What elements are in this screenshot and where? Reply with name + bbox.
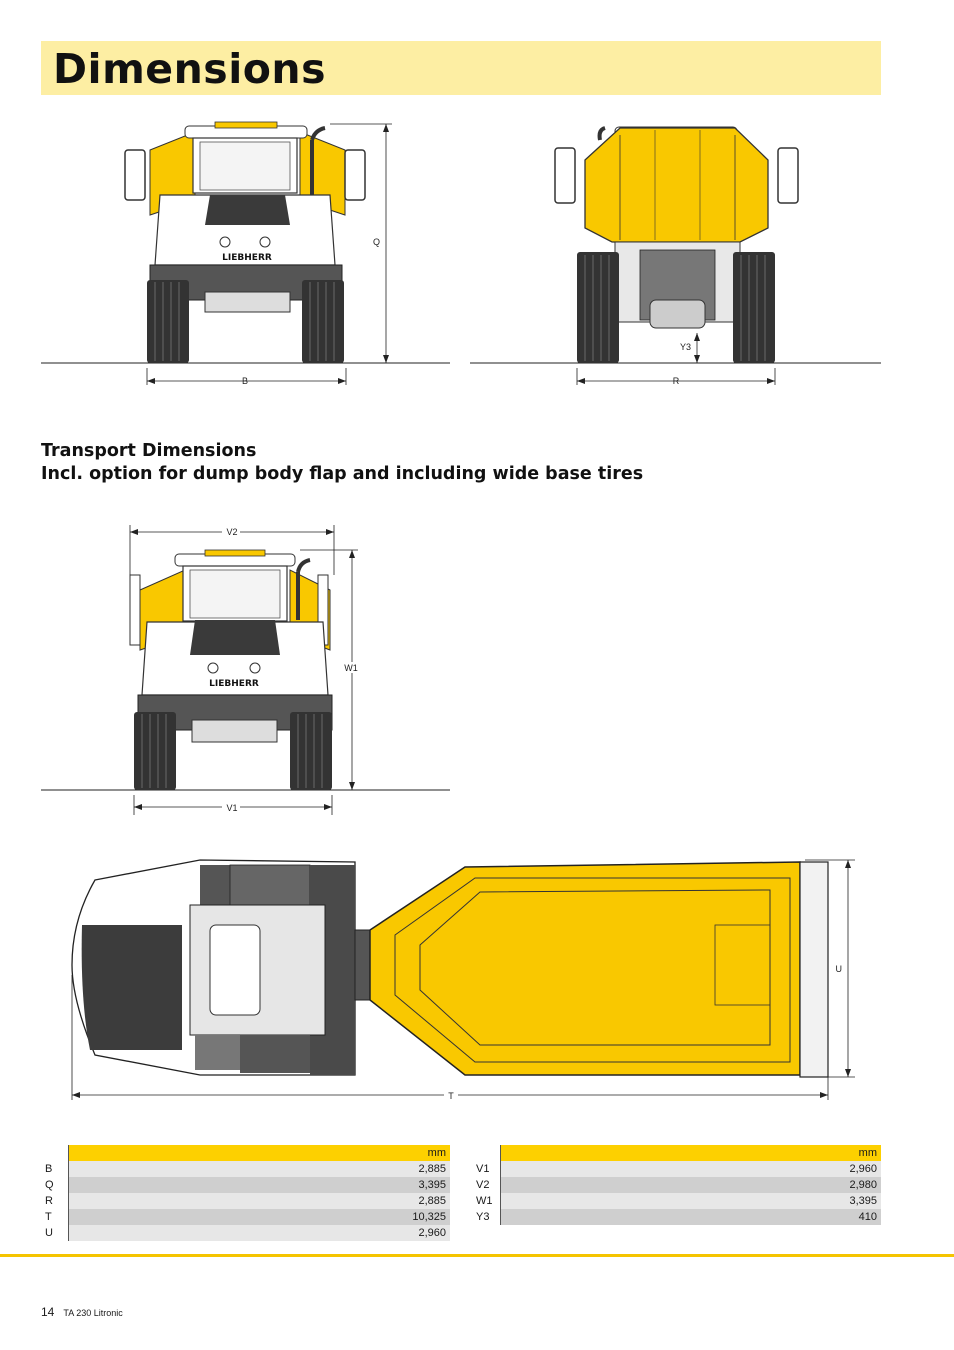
front-view-drawing: LIEBHERR B Q (41, 121, 450, 386)
dim-key: Y3 (472, 1209, 501, 1225)
dim-key: T (41, 1209, 69, 1225)
dim-value: 2,960 (68, 1225, 450, 1241)
footer-divider (0, 1254, 954, 1257)
unit-header: mm (500, 1145, 881, 1161)
dim-key: V2 (472, 1177, 501, 1193)
dim-value: 410 (500, 1209, 881, 1225)
dim-label-y3: Y3 (680, 342, 691, 352)
dim-value: 2,980 (500, 1177, 881, 1193)
dim-value: 3,395 (68, 1177, 450, 1193)
table-header-row: mm (41, 1145, 450, 1161)
dim-label-b: B (242, 376, 248, 386)
page-title: Dimensions (53, 45, 327, 93)
dim-value: 10,325 (68, 1209, 450, 1225)
title-band: Dimensions (41, 41, 881, 95)
dim-key: W1 (472, 1193, 501, 1209)
page-footer: 14 TA 230 Litronic (41, 1305, 123, 1319)
page-number: 14 (41, 1305, 55, 1319)
dim-value: 2,885 (68, 1161, 450, 1177)
dim-key: B (41, 1161, 69, 1177)
subheading-line-1: Transport Dimensions (41, 441, 257, 461)
dim-key: R (41, 1193, 69, 1209)
dim-label-v2: V2 (226, 527, 237, 537)
dim-label-r: R (673, 376, 680, 386)
dim-label-w1: W1 (344, 663, 358, 673)
table-header-row: mm (472, 1145, 881, 1161)
transport-front-view-drawing: LIEBHERR V2 V1 W1 (41, 525, 450, 815)
front-view-brand: LIEBHERR (222, 253, 272, 263)
dim-key: U (41, 1225, 69, 1241)
transport-view-brand: LIEBHERR (209, 679, 259, 689)
dim-key: Q (41, 1177, 69, 1193)
top-view-drawing: T U (71, 859, 855, 1101)
dim-label-t: T (448, 1091, 454, 1101)
transport-subheading: Transport Dimensions Incl. option for du… (41, 440, 643, 486)
unit-header: mm (68, 1145, 450, 1161)
dim-label-q: Q (373, 237, 380, 247)
rear-view-drawing: R Y3 (470, 126, 881, 386)
document-name: TA 230 Litronic (63, 1308, 123, 1318)
dim-value: 2,885 (68, 1193, 450, 1209)
dim-value: 3,395 (500, 1193, 881, 1209)
dim-label-v1: V1 (226, 803, 237, 813)
dim-value: 2,960 (500, 1161, 881, 1177)
dim-key: V1 (472, 1161, 501, 1177)
subheading-line-2: Incl. option for dump body flap and incl… (41, 464, 644, 484)
dim-label-u: U (836, 964, 843, 974)
